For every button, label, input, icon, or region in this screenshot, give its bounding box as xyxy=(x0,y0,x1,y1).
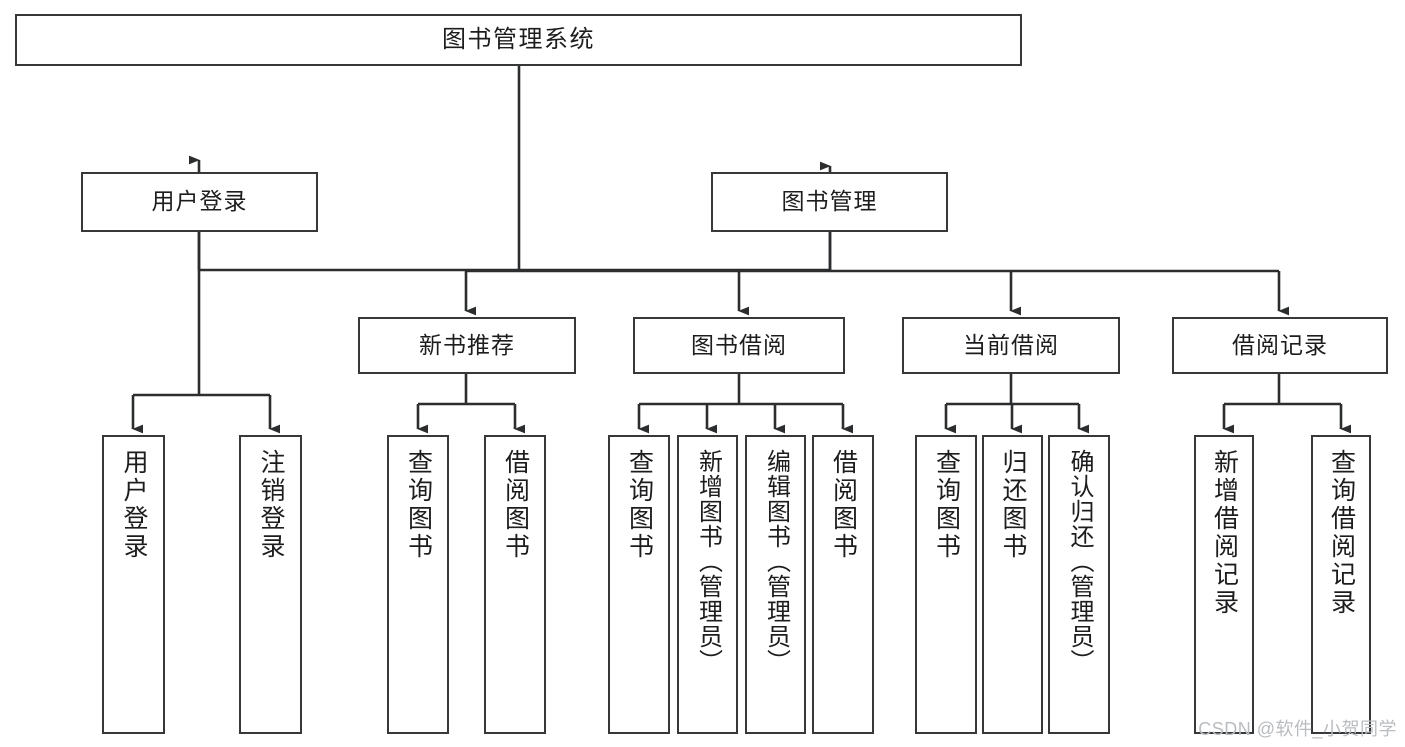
leaf-borrow-book-2[interactable]: 借阅图书 xyxy=(812,435,874,734)
node-label: 确认归还（管理员） xyxy=(1066,449,1093,674)
leaf-query-book-3[interactable]: 查询图书 xyxy=(915,435,977,734)
node-label: 图书管理 xyxy=(781,188,878,215)
node-label: 用户登录 xyxy=(151,188,248,215)
node-user-login[interactable]: 用户登录 xyxy=(81,172,318,232)
node-label: 查询图书 xyxy=(932,449,961,561)
node-label: 查询图书 xyxy=(404,449,433,561)
node-label: 用户登录 xyxy=(120,449,148,561)
leaf-user-logout[interactable]: 注销登录 xyxy=(239,435,302,734)
node-label: 图书管理系统 xyxy=(442,25,595,53)
node-label: 新增图书（管理员） xyxy=(694,449,722,674)
node-current-borrow[interactable]: 当前借阅 xyxy=(902,317,1120,374)
leaf-user-login[interactable]: 用户登录 xyxy=(102,435,165,734)
node-new-book-recommend[interactable]: 新书推荐 xyxy=(358,317,576,374)
leaf-add-book[interactable]: 新增图书（管理员） xyxy=(677,435,738,734)
node-book-manage[interactable]: 图书管理 xyxy=(711,172,948,232)
node-label: 归还图书 xyxy=(999,449,1027,561)
node-label: 查询借阅记录 xyxy=(1327,449,1356,617)
node-label: 当前借阅 xyxy=(963,331,1059,358)
csdn-watermark: CSDN @软件_小贺同学 xyxy=(1198,719,1397,739)
leaf-query-book-2[interactable]: 查询图书 xyxy=(608,435,670,734)
leaf-confirm-return[interactable]: 确认归还（管理员） xyxy=(1048,435,1110,734)
node-label: 注销登录 xyxy=(257,449,285,561)
leaf-query-book-1[interactable]: 查询图书 xyxy=(387,435,449,734)
node-borrow-record[interactable]: 借阅记录 xyxy=(1172,317,1388,374)
node-label: 借阅图书 xyxy=(829,449,858,561)
node-label: 借阅图书 xyxy=(501,449,530,561)
node-book-borrow[interactable]: 图书借阅 xyxy=(633,317,845,374)
node-label: 新书推荐 xyxy=(419,331,515,358)
leaf-query-borrow-record[interactable]: 查询借阅记录 xyxy=(1311,435,1371,734)
node-label: 编辑图书（管理员） xyxy=(762,449,790,674)
leaf-return-book[interactable]: 归还图书 xyxy=(982,435,1043,734)
node-root-book-management-system[interactable]: 图书管理系统 xyxy=(15,14,1022,66)
node-label: 查询图书 xyxy=(625,449,654,561)
node-label: 图书借阅 xyxy=(691,331,787,358)
node-label: 新增借阅记录 xyxy=(1210,449,1239,617)
node-label: 借阅记录 xyxy=(1232,331,1328,358)
leaf-borrow-book-1[interactable]: 借阅图书 xyxy=(484,435,546,734)
leaf-add-borrow-record[interactable]: 新增借阅记录 xyxy=(1194,435,1254,734)
leaf-edit-book[interactable]: 编辑图书（管理员） xyxy=(745,435,806,734)
